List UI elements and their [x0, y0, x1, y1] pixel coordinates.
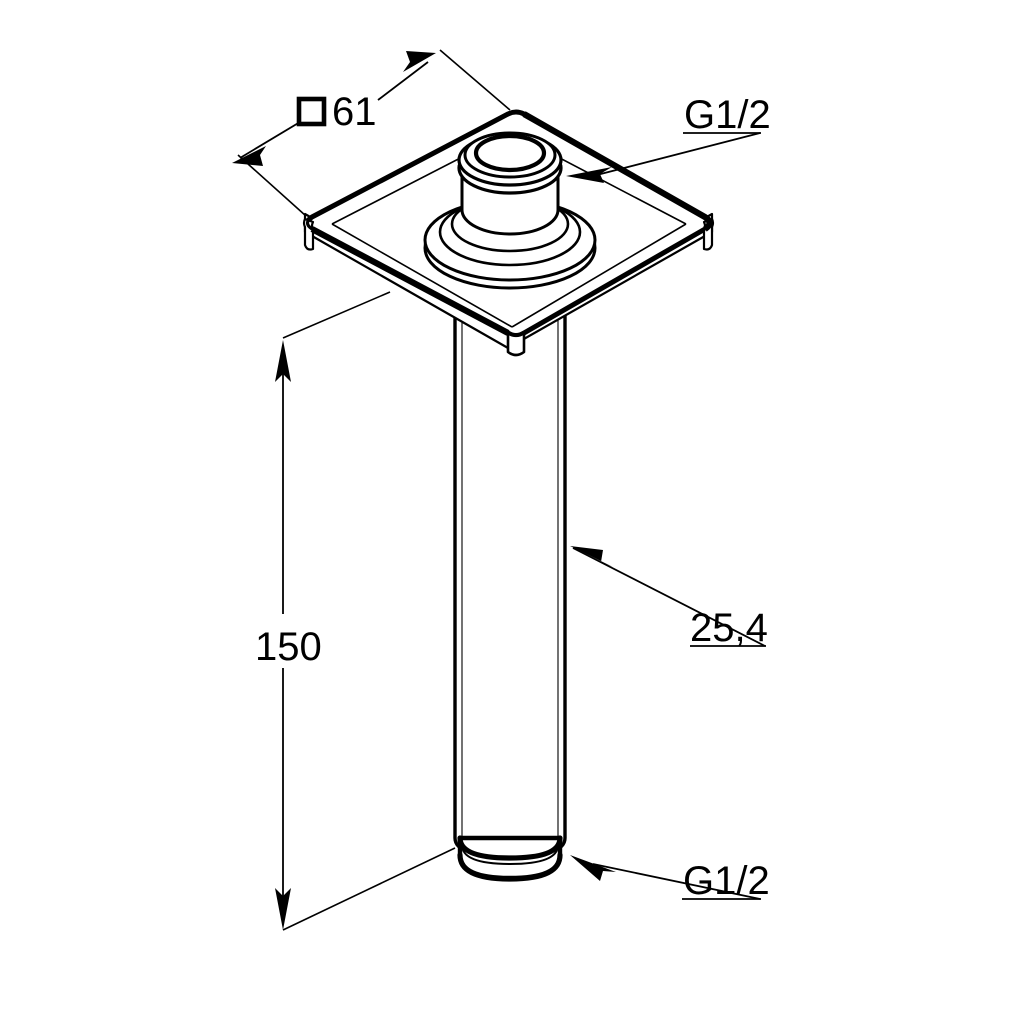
plate-inner-edge-right — [511, 223, 687, 328]
plate-edge-rear-left — [305, 112, 509, 231]
dimension-label-g12-top: G1/2 — [684, 93, 771, 137]
dimension-thread-top: G1/2 — [566, 93, 771, 183]
square-symbol-icon — [296, 96, 327, 127]
outlet-collar-groove — [461, 844, 559, 866]
ext-line-61-right — [439, 49, 511, 111]
arm-tube-body — [453, 298, 567, 854]
arm-tube — [453, 298, 567, 854]
boss-bore-opening — [473, 133, 547, 173]
dimension-label-g12-bottom: G1/2 — [683, 859, 770, 903]
leader-line-g12-top — [584, 132, 761, 179]
plate-edge-front-right — [507, 227, 706, 338]
arrowhead-150-bottom — [275, 888, 291, 930]
dimension-flange-width: 61 — [232, 49, 511, 217]
arrowhead-g12-bottom — [570, 855, 616, 881]
arrowhead-61-right — [403, 51, 436, 72]
dim-line-61-b — [377, 61, 429, 101]
arrowhead-g12-top — [566, 167, 612, 183]
plate-edge-front-left — [310, 226, 510, 336]
ext-line-150-bottom — [282, 847, 456, 931]
outlet-collar-top-rim — [457, 835, 563, 861]
outlet-collar-bottom-rim — [457, 852, 563, 882]
dimension-thread-bottom: G1/2 — [570, 855, 770, 903]
arrowhead-61-left — [232, 146, 266, 166]
leader-line-254 — [572, 547, 766, 647]
dimension-label-150: 150 — [255, 625, 322, 669]
dimension-label-254: 25,4 — [690, 606, 768, 650]
plate-edge-rear-right — [522, 111, 713, 232]
arrowhead-150-top — [275, 340, 291, 382]
dimension-tube-diameter: 25,4 — [570, 546, 768, 650]
dimension-overall-length: 150 — [255, 291, 456, 931]
plate-inner-edge-left — [331, 223, 513, 328]
ext-line-150-top — [282, 291, 391, 339]
stepped-boss — [423, 131, 597, 290]
arrowhead-254 — [570, 546, 613, 567]
dim-line-61-a — [239, 121, 301, 159]
outlet-collar — [457, 835, 563, 882]
dimension-label-61: 61 — [332, 90, 377, 134]
leader-line-g12-bottom — [592, 863, 761, 900]
ext-line-61-left — [237, 154, 307, 217]
